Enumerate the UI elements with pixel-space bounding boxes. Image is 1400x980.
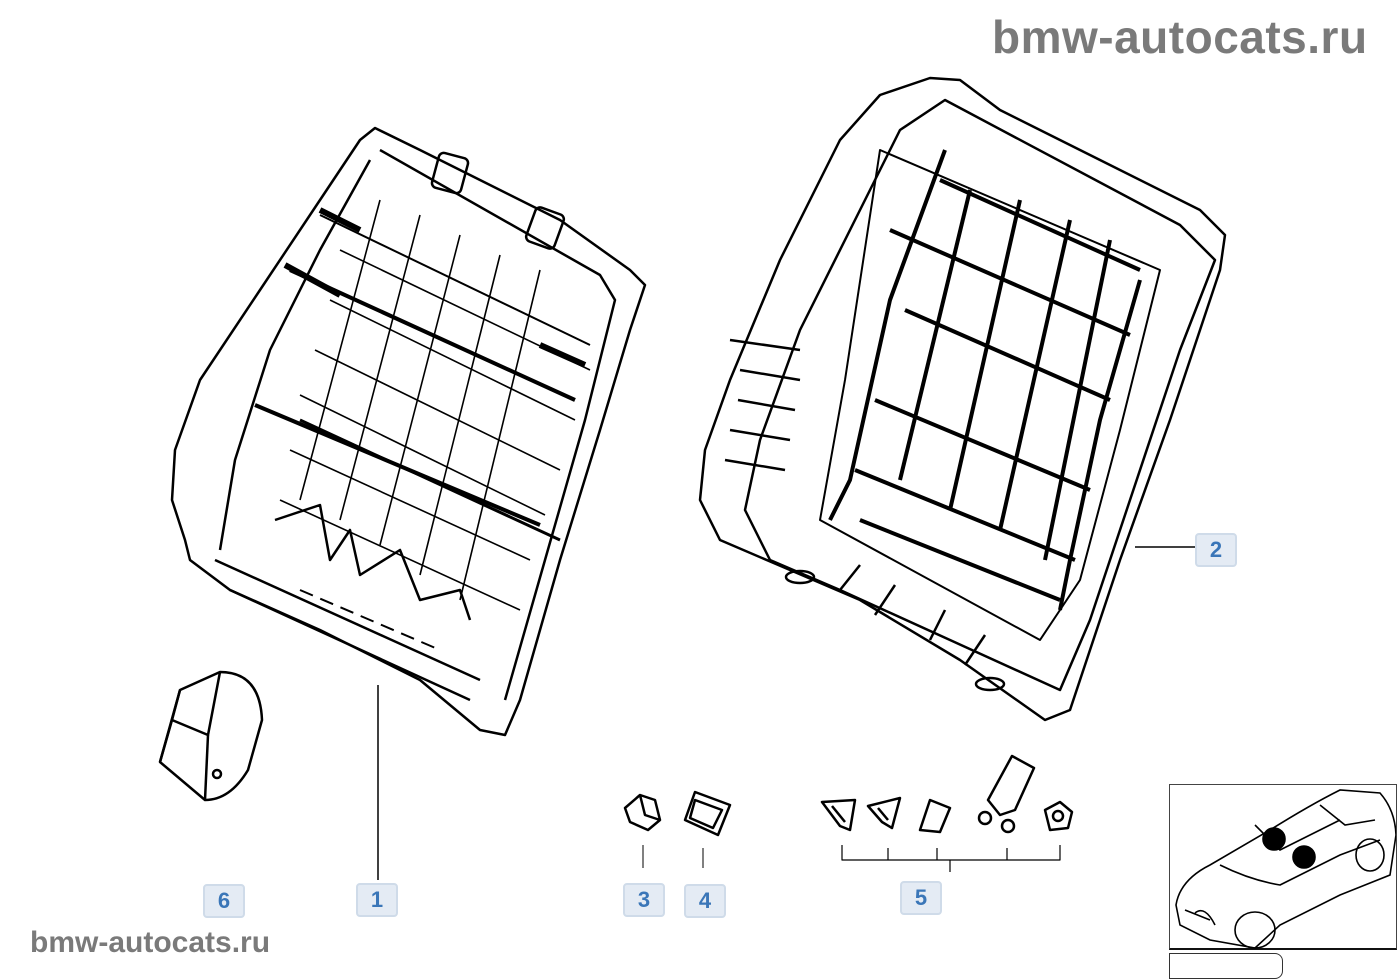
callout-6[interactable]: 6 <box>203 884 245 918</box>
thumbnail-tab[interactable] <box>1169 953 1283 979</box>
watermark-top: bmw-autocats.ru <box>992 11 1368 63</box>
callout-5[interactable]: 5 <box>900 881 942 915</box>
callout-4[interactable]: 4 <box>684 884 726 918</box>
vehicle-location-thumbnail <box>1169 784 1397 950</box>
callout-2[interactable]: 2 <box>1195 533 1237 567</box>
clip-drawing[interactable] <box>623 793 662 832</box>
backrest-rear-panel-drawing[interactable] <box>698 76 1227 722</box>
clip-nut-drawing[interactable] <box>683 790 732 837</box>
seat-marker-front <box>1262 827 1286 851</box>
seat-backrest-frame-drawing[interactable] <box>170 126 647 737</box>
seat-marker-rear <box>1292 845 1316 869</box>
headrest-guide-cover-drawing[interactable] <box>158 670 264 802</box>
leader-bracket-5 <box>841 845 1061 872</box>
watermark-bottom: bmw-autocats.ru <box>30 926 271 959</box>
callout-3[interactable]: 3 <box>623 883 665 917</box>
callout-1[interactable]: 1 <box>356 883 398 917</box>
car-outline-icon <box>1175 789 1397 949</box>
clip-set-drawing[interactable] <box>820 754 1074 834</box>
